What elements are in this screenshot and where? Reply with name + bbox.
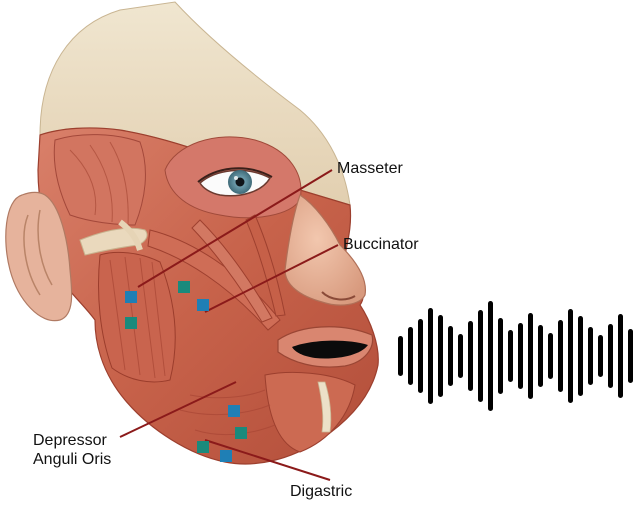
waveform-bar bbox=[498, 318, 503, 394]
waveform-bar bbox=[488, 301, 493, 411]
waveform-bar bbox=[598, 335, 603, 377]
waveform-bar bbox=[548, 333, 553, 379]
waveform-bar bbox=[528, 313, 533, 399]
waveform-bar bbox=[588, 327, 593, 385]
waveform-bar bbox=[468, 321, 473, 391]
waveform-bar bbox=[458, 334, 463, 378]
sensor-buccinator-left bbox=[178, 281, 190, 293]
sensor-digastric-right bbox=[220, 450, 232, 462]
label-buccinator: Buccinator bbox=[343, 235, 419, 254]
sensor-depressor-lower bbox=[235, 427, 247, 439]
waveform-bar bbox=[518, 323, 523, 389]
sensor-masseter-lower bbox=[125, 317, 137, 329]
waveform-bar bbox=[558, 320, 563, 392]
waveform-bar bbox=[438, 315, 443, 397]
temporalis-muscle bbox=[54, 135, 145, 225]
waveform-bar bbox=[448, 326, 453, 386]
waveform-bar bbox=[618, 314, 623, 398]
sensor-masseter-upper bbox=[125, 291, 137, 303]
waveform-bar bbox=[568, 309, 573, 403]
label-depressor-anguli-oris: Depressor Anguli Oris bbox=[33, 431, 111, 469]
waveform-bar bbox=[608, 324, 613, 388]
waveform-bar bbox=[578, 316, 583, 396]
waveform-bar bbox=[408, 327, 413, 385]
sensor-depressor-upper bbox=[228, 405, 240, 417]
label-digastric: Digastric bbox=[290, 482, 352, 501]
label-depressor-line2: Anguli Oris bbox=[33, 450, 111, 469]
sensor-digastric-left bbox=[197, 441, 209, 453]
sensor-buccinator-right bbox=[197, 299, 209, 311]
label-depressor-line1: Depressor bbox=[33, 431, 111, 450]
audio-waveform-icon bbox=[398, 301, 633, 411]
waveform-bar bbox=[428, 308, 433, 404]
waveform-bar bbox=[478, 310, 483, 402]
label-masseter: Masseter bbox=[337, 159, 403, 178]
waveform-bar bbox=[538, 325, 543, 387]
waveform-bar bbox=[508, 330, 513, 382]
waveform-bar bbox=[628, 329, 633, 383]
waveform-bar bbox=[418, 319, 423, 393]
waveform-bar bbox=[398, 336, 403, 376]
